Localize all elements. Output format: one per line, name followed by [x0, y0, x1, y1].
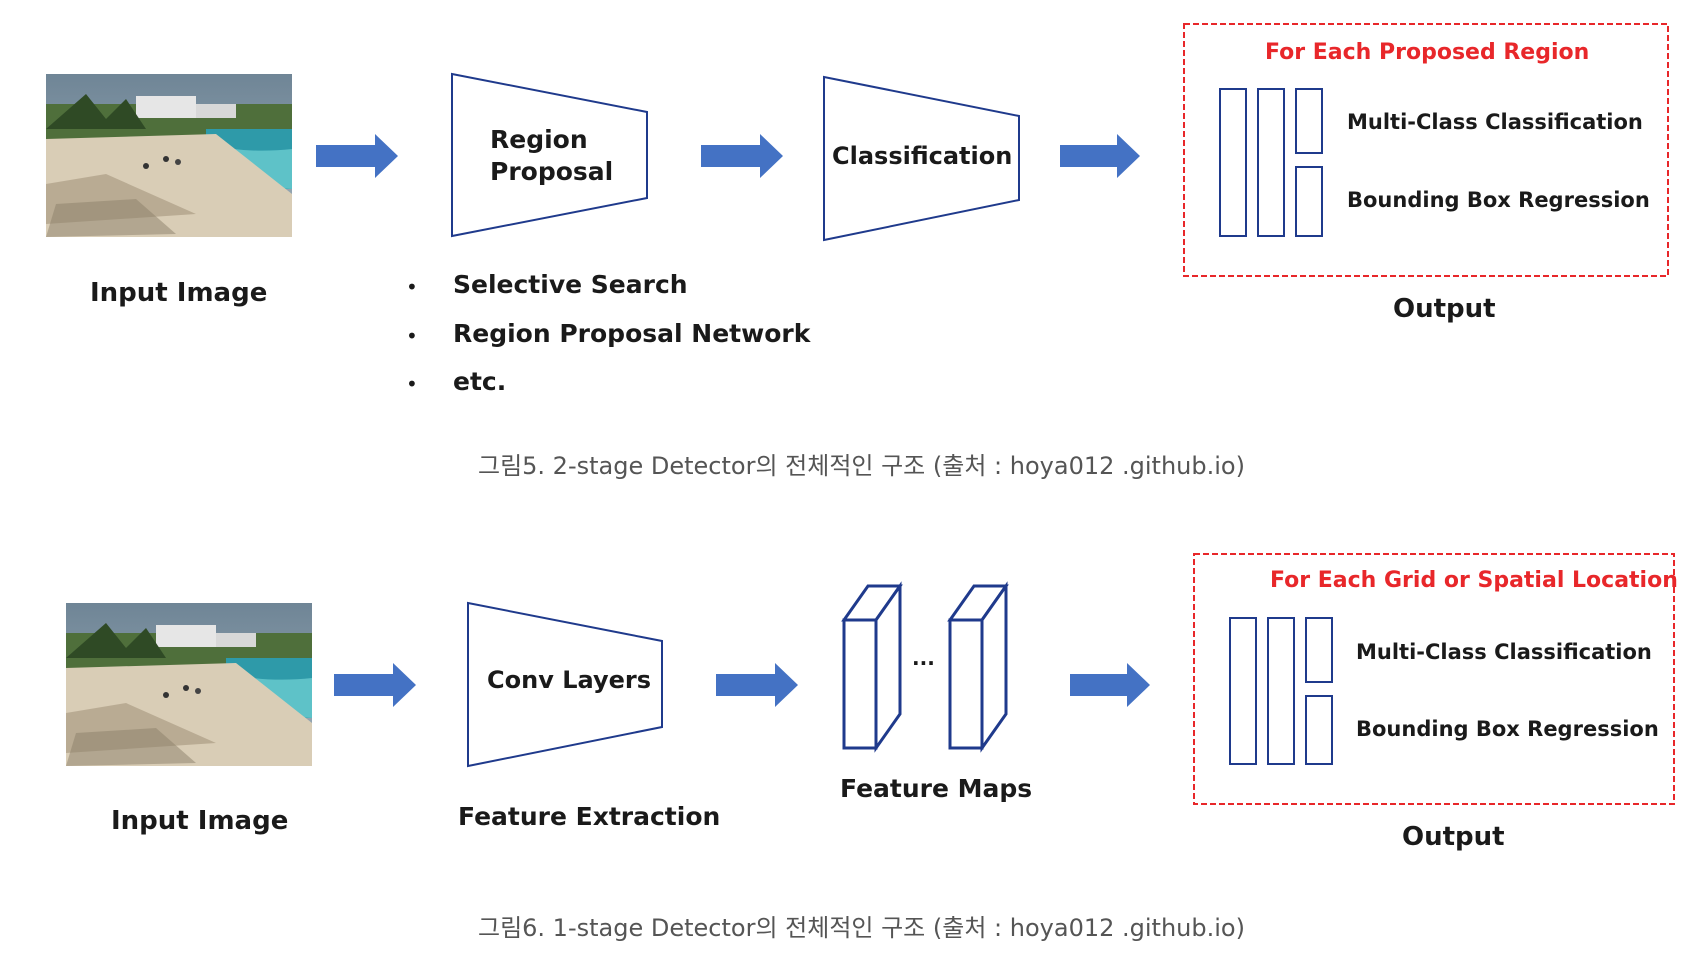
bullet-dot: • — [406, 275, 418, 299]
output-box-border — [1193, 553, 1675, 805]
arrow-right-icon — [316, 134, 398, 178]
beach-image-icon — [66, 603, 312, 766]
output-label: Output — [1393, 294, 1496, 324]
feature-maps-label: Feature Maps — [840, 774, 1033, 803]
output-block-icon — [1229, 617, 1333, 765]
figure-caption: 그림6. 1-stage Detector의 전체적인 구조 (출처 : hoy… — [478, 914, 1245, 942]
input-image-label: Input Image — [111, 806, 289, 836]
region-proposal-label: Region Proposal — [490, 124, 613, 188]
output-box-title: For Each Grid or Spatial Location — [1270, 568, 1678, 593]
bullet-dot: • — [406, 324, 418, 348]
arrow-right-icon — [716, 663, 798, 707]
arrow-right-icon — [701, 134, 783, 178]
input-image-label: Input Image — [90, 278, 268, 308]
classification-label: Classification — [832, 142, 1013, 170]
output-box-border — [1183, 23, 1669, 277]
output-item-classification: Multi-Class Classification — [1356, 640, 1652, 664]
beach-image-icon — [46, 74, 292, 237]
arrow-right-icon — [1070, 663, 1150, 707]
output-item-regression: Bounding Box Regression — [1356, 717, 1659, 741]
region-proposal-line-2: Proposal — [490, 157, 614, 186]
output-box-title: For Each Proposed Region — [1265, 40, 1590, 65]
figure5-shapes — [316, 23, 1669, 277]
output-item-regression: Bounding Box Regression — [1347, 188, 1650, 212]
output-block-icon — [1219, 88, 1323, 237]
arrow-right-icon — [1060, 134, 1140, 178]
region-proposal-line-1: Region — [490, 125, 588, 154]
conv-layers-label: Conv Layers — [487, 666, 651, 694]
output-item-classification: Multi-Class Classification — [1347, 110, 1643, 134]
input-image-photo — [66, 603, 312, 766]
input-image-photo — [46, 74, 292, 237]
feature-extraction-label: Feature Extraction — [458, 802, 721, 831]
bullet-dot: • — [406, 372, 418, 396]
feature-map-icon — [841, 581, 903, 753]
ellipsis-label: ... — [912, 646, 935, 670]
feature-map-icon — [947, 581, 1009, 753]
bullet-item: Selective Search — [453, 270, 688, 299]
conv-layers-trapezoid — [467, 601, 663, 768]
arrow-right-icon — [334, 663, 416, 707]
classification-trapezoid — [823, 75, 1020, 242]
figure-caption: 그림5. 2-stage Detector의 전체적인 구조 (출처 : hoy… — [478, 452, 1245, 480]
figure6-shapes — [334, 553, 1675, 805]
region-proposal-trapezoid — [451, 72, 648, 238]
bullet-item: Region Proposal Network — [453, 319, 811, 348]
bullet-item: etc. — [453, 367, 507, 396]
output-label: Output — [1402, 822, 1505, 852]
